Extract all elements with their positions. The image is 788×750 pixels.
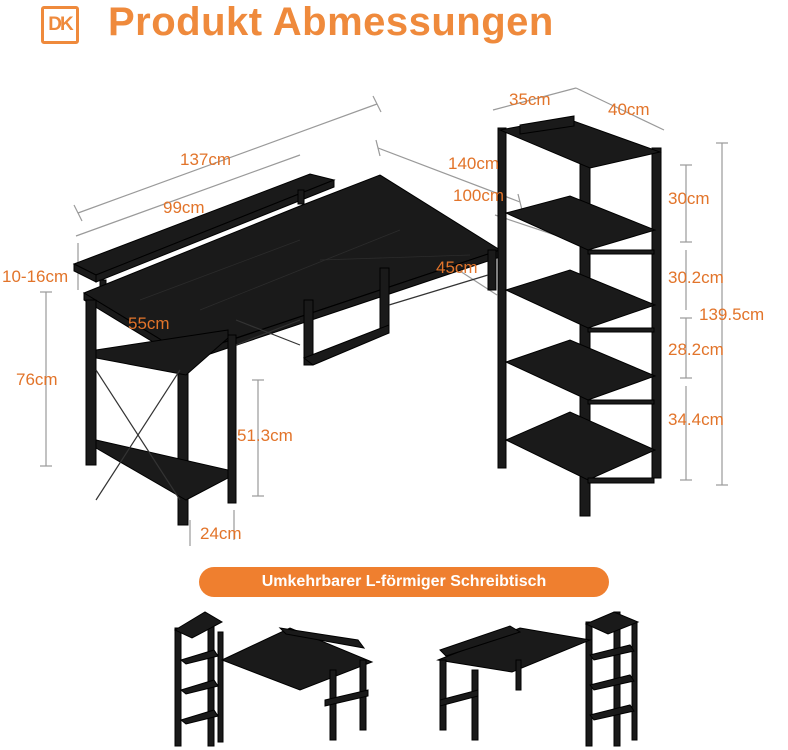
dim-30: 30cm: [668, 189, 710, 208]
dim-34-4: 34.4cm: [668, 410, 724, 429]
dim-100: 100cm: [453, 186, 505, 205]
dim-76: 76cm: [16, 370, 58, 389]
wood-grain: [139, 229, 471, 311]
dim-24: 24cm: [200, 524, 242, 543]
thumbnail-right: [436, 611, 640, 747]
dim-45: 45cm: [436, 258, 478, 277]
dim-55: 55cm: [128, 314, 170, 333]
dim-35: 35cm: [509, 90, 551, 109]
dim-140: 140cm: [448, 154, 500, 173]
dim-137: 137cm: [180, 150, 232, 169]
page-title: Produkt Abmessungen: [108, 0, 554, 44]
cross-braces: [95, 274, 489, 501]
bookshelf: [497, 115, 662, 517]
dim-139-5: 139.5cm: [699, 305, 765, 324]
brand-logo: DK: [41, 6, 79, 44]
l-desk: [72, 173, 502, 526]
dim-51-3: 51.3cm: [237, 426, 293, 445]
dim-28-2: 28.2cm: [668, 340, 724, 359]
dim-40: 40cm: [608, 100, 650, 119]
dim-30-2: 30.2cm: [668, 268, 724, 287]
dim-10-16: 10-16cm: [2, 267, 69, 286]
thumbnail-left: [173, 611, 374, 747]
reversible-badge: Umkehrbarer L-förmiger Schreibtisch: [199, 567, 609, 597]
dim-99: 99cm: [163, 198, 205, 217]
